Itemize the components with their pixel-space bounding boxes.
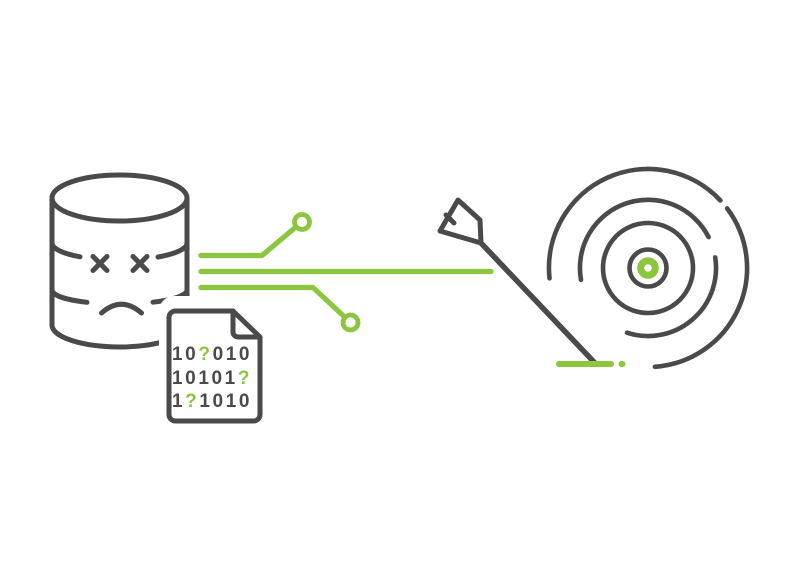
circuit-trace-top (198, 226, 297, 259)
binary-line-2: 10101? (172, 368, 252, 389)
target-ring-2 (600, 220, 696, 316)
target-ring-3-top-arc (577, 197, 711, 283)
x-eye-right-icon (130, 254, 150, 273)
binary-line-3: 1?1010 (172, 391, 252, 412)
arrow-shaft (478, 240, 597, 365)
binary-line-1: 10?010 (172, 344, 252, 365)
target-ring-outer-top-arc (546, 166, 723, 281)
x-eye-left-icon (90, 254, 110, 273)
arrow-icon (437, 197, 597, 365)
arrow-fletching (437, 197, 484, 246)
frown-mouth-icon (99, 301, 144, 316)
bullseye-icon (637, 257, 659, 279)
database-band2-left (49, 287, 90, 305)
circuit-node-bottom (340, 312, 361, 333)
target-icon (546, 166, 750, 370)
circuit-traces-icon (198, 212, 494, 333)
binary-document-icon: 10?010 10101? 1?1010 (159, 296, 267, 430)
document-folded-corner (230, 308, 260, 340)
circuit-trace-bottom (198, 284, 346, 318)
database-top-ellipse (49, 172, 190, 224)
target-ring-3-right-arc (624, 255, 719, 339)
database-band1-left (49, 240, 83, 260)
database-band1-right (155, 240, 190, 260)
circuit-node-top (292, 212, 312, 232)
target-ring-1 (627, 247, 669, 289)
arrow-fletching-tick (443, 212, 457, 226)
target-ring-outer-right-arc (652, 206, 750, 370)
